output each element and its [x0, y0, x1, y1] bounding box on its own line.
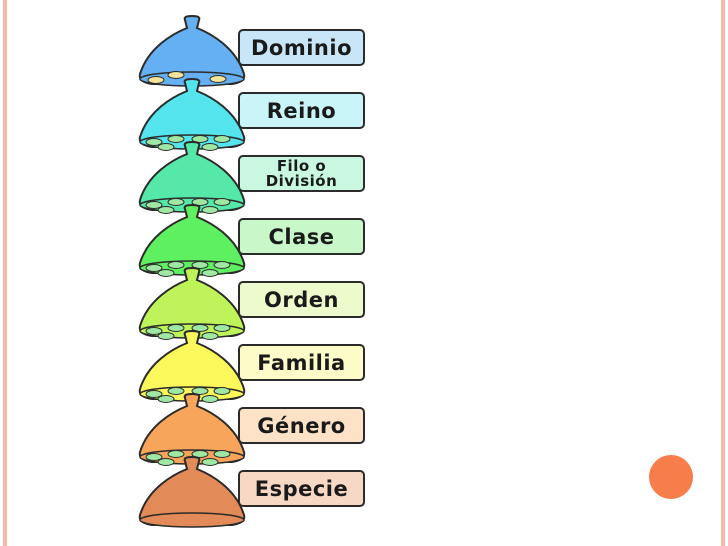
label-especie: Especie: [238, 470, 365, 507]
label-orden-text: Orden: [264, 287, 339, 312]
bell-6: [138, 392, 246, 466]
bell-spot-5-5: [201, 395, 219, 403]
bell-spot-6-3: [213, 450, 231, 458]
bell-body-4: [138, 266, 246, 337]
bell-spot-5-2: [191, 387, 209, 395]
bell-spot-6-5: [201, 458, 219, 466]
bell-spot-2-4: [157, 206, 175, 214]
bell-spot-1-3: [213, 135, 231, 143]
bell-spot-3-0: [145, 264, 163, 272]
bell-4: [138, 266, 246, 340]
label-orden: Orden: [238, 281, 365, 318]
accent-dot: [649, 455, 693, 499]
bell-spot-4-4: [157, 332, 175, 340]
bell-body-0: [138, 14, 246, 85]
label-division-text: División: [265, 171, 338, 190]
bell-7: [138, 455, 246, 528]
bell-spot-5-3: [213, 387, 231, 395]
label-clase-text: Clase: [268, 224, 335, 249]
bell-body-6: [138, 392, 246, 463]
bell-spot-6-4: [157, 458, 175, 466]
label-filo-text: Filo o: [276, 156, 327, 175]
slide-left-border: [3, 0, 7, 546]
bell-spot-2-1: [167, 198, 185, 206]
bell-spot-5-4: [157, 395, 175, 403]
bell-spot-5-0: [145, 390, 163, 398]
bell-spot-1-4: [157, 143, 175, 151]
label-familia-text: Familia: [257, 350, 346, 375]
bell-spot-0-0: [147, 76, 165, 84]
bell-spot-4-2: [191, 324, 209, 332]
bell-spot-2-0: [145, 201, 163, 209]
bell-1: [138, 77, 246, 151]
bell-spot-3-3: [213, 261, 231, 269]
bell-spot-6-2: [191, 450, 209, 458]
label-genero: Género: [238, 407, 365, 444]
bell-spot-4-3: [213, 324, 231, 332]
bell-spot-3-2: [191, 261, 209, 269]
bell-spot-1-1: [167, 135, 185, 143]
bell-spot-2-2: [191, 198, 209, 206]
bell-spot-2-3: [213, 198, 231, 206]
bell-body-1: [138, 77, 246, 148]
bell-spot-1-0: [145, 138, 163, 146]
bell-2: [138, 140, 246, 214]
label-genero-text: Género: [257, 413, 346, 438]
label-familia: Familia: [238, 344, 365, 381]
bell-spot-4-5: [201, 332, 219, 340]
label-clase: Clase: [238, 218, 365, 255]
bell-body-5: [138, 329, 246, 400]
bell-spot-1-2: [191, 135, 209, 143]
bell-spot-1-5: [201, 143, 219, 151]
bell-spot-3-1: [167, 261, 185, 269]
label-reino-text: Reino: [266, 98, 337, 123]
bell-spot-0-1: [167, 71, 185, 79]
bell-spot-3-5: [201, 269, 219, 277]
label-especie-text: Especie: [254, 476, 349, 501]
bell-base-7: [139, 512, 245, 528]
bell-5: [138, 329, 246, 403]
bell-spot-4-1: [167, 324, 185, 332]
bell-spot-6-0: [145, 453, 163, 461]
bell-spot-3-4: [157, 269, 175, 277]
bell-body-7: [138, 455, 246, 526]
slide-right-border: [721, 0, 725, 546]
bell-0: [138, 14, 246, 87]
bell-spot-6-1: [167, 450, 185, 458]
bell-spot-4-0: [145, 327, 163, 335]
bell-spot-2-5: [201, 206, 219, 214]
bell-3: [138, 203, 246, 277]
label-reino: Reino: [238, 92, 365, 129]
bell-body-2: [138, 140, 246, 211]
bell-spot-5-1: [167, 387, 185, 395]
label-filo: Filo o División: [238, 155, 365, 192]
label-dominio: Dominio: [238, 29, 365, 66]
bell-spot-0-2: [209, 75, 227, 83]
label-dominio-text: Dominio: [250, 35, 352, 60]
bell-body-3: [138, 203, 246, 274]
